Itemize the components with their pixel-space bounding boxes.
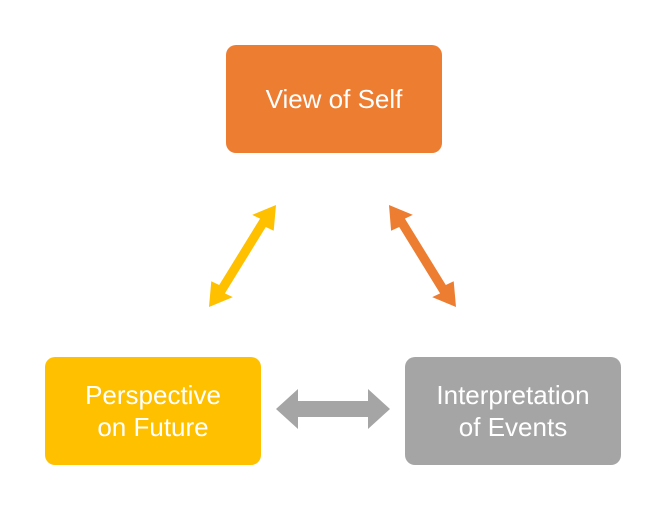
arrow-self-future [209, 205, 276, 307]
view-of-self-node: View of Self [226, 45, 442, 153]
view-of-self-label: View of Self [265, 83, 403, 114]
perspective-on-future-label: Perspective on Future [85, 379, 221, 443]
interpretation-of-events-node: Interpretation of Events [405, 357, 621, 465]
perspective-on-future-node: Perspective on Future [45, 357, 261, 465]
interpretation-of-events-label: Interpretation of Events [436, 379, 590, 443]
arrow-future-events [276, 389, 390, 429]
arrow-self-events [389, 205, 456, 307]
